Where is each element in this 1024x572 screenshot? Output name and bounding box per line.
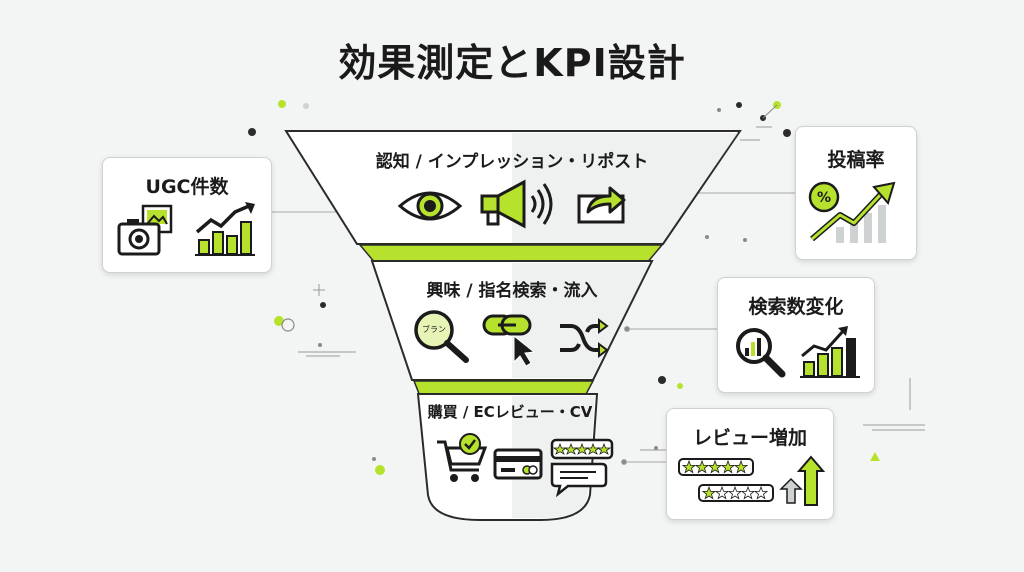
- svg-text:%: %: [817, 190, 831, 206]
- stage-purchase-label: 購買 / ECレビュー・CV: [427, 403, 593, 421]
- kpi-card-title: 検索数変化: [748, 296, 844, 318]
- kpi-card-post-rate: 投稿率 %: [795, 126, 917, 260]
- up-arrow-icon: [779, 455, 826, 506]
- kpi-card-search-change: 検索数変化: [717, 277, 875, 393]
- review-bubble-icon: [550, 438, 614, 498]
- search-chart-icon: [736, 328, 786, 378]
- megaphone-icon: [480, 179, 553, 229]
- stage-awareness-label: 認知 / インプレッション・リポスト: [375, 152, 649, 172]
- stage-interest-label: 興味 / 指名検索・流入: [426, 281, 598, 301]
- magnifier-icon: [414, 310, 469, 363]
- kpi-card-title: レビュー増加: [692, 427, 807, 449]
- link-cursor-icon: [482, 314, 536, 367]
- page-title: 効果測定とKPI設計: [338, 41, 686, 85]
- shuffle-icon: [560, 318, 609, 358]
- credit-card-icon: [493, 448, 543, 480]
- star-rating-icon: [678, 458, 774, 502]
- kpi-card-ugc-count: UGC件数: [102, 157, 272, 273]
- growth-chart-icon: [195, 202, 255, 256]
- share-icon: [577, 186, 626, 224]
- kpi-card-title: 投稿率: [827, 149, 885, 171]
- growth-chart-icon: [800, 326, 860, 378]
- decorative-dots: [248, 100, 880, 475]
- percent-trend-icon: %: [808, 181, 896, 243]
- kpi-card-review-increase: レビュー増加: [666, 408, 834, 520]
- eye-icon: [397, 191, 463, 221]
- camera-photo-icon: [117, 204, 173, 256]
- kpi-card-title: UGC件数: [145, 176, 229, 198]
- cart-icon: [437, 433, 488, 482]
- brand-search-text: ブラン: [422, 325, 446, 334]
